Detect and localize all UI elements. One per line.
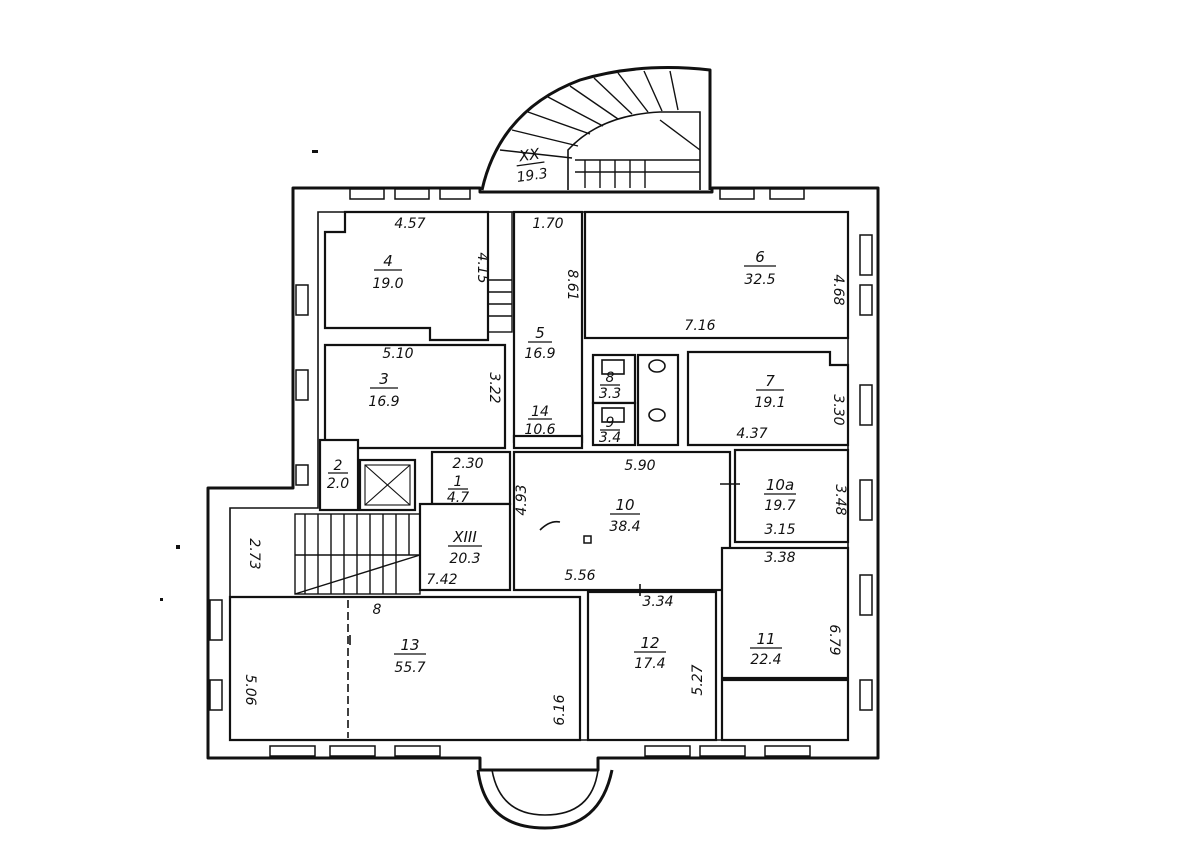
dim-2-73: 2.73 — [246, 538, 262, 569]
dim-3-38: 3.38 — [764, 550, 795, 566]
room-12-outline — [586, 590, 718, 742]
wc-fixtures — [601, 359, 666, 423]
wc-block-outline — [636, 353, 680, 447]
room-9-area: 3.4 — [599, 430, 621, 446]
room-14-number: 14 — [531, 404, 549, 420]
room-11-area: 22.4 — [750, 652, 781, 668]
dim-2-30: 2.30 — [452, 456, 483, 472]
room-13-outline — [228, 595, 582, 742]
dim-3-34: 3.34 — [642, 594, 673, 610]
windows-left — [209, 284, 309, 711]
room-XX-area: 19.3 — [516, 166, 549, 186]
room-labels: 4 19.0 6 32.5 5 16.9 3 16.9 8 3.3 9 3.4 … — [327, 145, 796, 676]
dim-8-61: 8.61 — [564, 269, 580, 300]
room-3-number: 3 — [379, 370, 389, 388]
dim-4-15: 4.15 — [474, 252, 490, 283]
windows-bottom — [269, 745, 811, 757]
room-12-number: 12 — [640, 634, 659, 652]
dim-4-37: 4.37 — [736, 426, 767, 442]
room-13-number: 13 — [400, 636, 419, 654]
room-10a-area: 19.7 — [764, 498, 795, 514]
room-2-number: 2 — [334, 458, 343, 474]
stair-tower-outer — [480, 66, 712, 191]
dim-7-16: 7.16 — [684, 318, 715, 334]
room-XIII-number: XIII — [452, 528, 477, 546]
door-marks — [349, 483, 740, 645]
room-11-number: 11 — [756, 630, 775, 648]
dimension-labels: 4.57 4.15 1.70 8.61 7.16 4.68 5.10 3.22 … — [242, 216, 848, 726]
dim-3-22: 3.22 — [486, 372, 502, 403]
room-2-area: 2.0 — [327, 476, 349, 492]
room-10a-outline — [733, 448, 850, 544]
room-6-number: 6 — [755, 248, 765, 266]
dim-3-48: 3.48 — [832, 484, 848, 515]
elevator-cross — [364, 464, 411, 506]
room-13-area: 55.7 — [394, 660, 425, 676]
room-4-number: 4 — [383, 252, 393, 270]
dim-7-42: 7.42 — [426, 572, 457, 588]
room-7-outline — [686, 350, 850, 447]
dim-6-16: 6.16 — [552, 694, 568, 725]
room-1-area: 4.7 — [447, 490, 469, 506]
stair-tower-inner — [567, 111, 701, 190]
room-11-lower-outline — [720, 678, 850, 742]
stair-tower-treads — [499, 70, 701, 188]
room-4-area: 19.0 — [372, 276, 403, 292]
dim-5-06: 5.06 — [242, 674, 258, 705]
room-10-column — [583, 535, 592, 544]
dim-5-56: 5.56 — [564, 568, 595, 584]
room-2-outline — [318, 438, 360, 512]
room-10a-number: 10a — [766, 476, 794, 494]
room-3-outline — [323, 343, 507, 450]
room-5-outline — [512, 210, 584, 444]
room-3-area: 16.9 — [368, 394, 399, 410]
room-8-number: 8 — [606, 370, 615, 386]
dim-4-93: 4.93 — [514, 484, 530, 515]
dim-3-15: 3.15 — [764, 522, 795, 538]
room-10-outline — [512, 450, 732, 592]
room-outlines — [228, 210, 850, 742]
bay-window-inner — [491, 769, 599, 816]
room-11-outline — [720, 546, 850, 680]
room-10-area: 38.4 — [609, 519, 640, 535]
room-XX-label: XX 19.3 — [516, 145, 549, 186]
service-stair — [487, 211, 513, 333]
dim-4-68: 4.68 — [830, 274, 846, 305]
room-9-outline — [591, 401, 637, 447]
room-14-outline — [512, 434, 584, 450]
windows-top — [349, 188, 805, 200]
dim-5-90: 5.90 — [624, 458, 655, 474]
room-8-outline — [591, 353, 637, 405]
dim-3-30: 3.30 — [830, 394, 846, 425]
room-1-number: 1 — [454, 474, 463, 490]
room-7-number: 7 — [765, 372, 775, 390]
dim-5-27: 5.27 — [690, 664, 706, 695]
room-6-outline — [583, 210, 850, 340]
scan-marks — [160, 150, 318, 601]
dim-6-79: 6.79 — [826, 624, 842, 655]
dim-5-10: 5.10 — [382, 346, 413, 362]
room-4-outline — [323, 210, 490, 342]
room-7-area: 19.1 — [754, 395, 785, 411]
room-8-area: 3.3 — [599, 386, 621, 402]
room-12-area: 17.4 — [634, 656, 665, 672]
room-XIII-area: 20.3 — [449, 551, 480, 567]
windows-right — [859, 234, 873, 711]
room-XX-number: XX — [517, 145, 542, 166]
room-5-number: 5 — [535, 324, 545, 342]
room-14-area: 10.6 — [524, 422, 555, 438]
dim-1-70: 1.70 — [532, 216, 563, 232]
dim-4-57: 4.57 — [394, 216, 425, 232]
room-5-area: 16.9 — [524, 346, 555, 362]
main-staircase — [294, 513, 421, 595]
room-9-number: 9 — [606, 415, 615, 431]
room-6-area: 32.5 — [744, 272, 775, 288]
dim-8: 8 — [373, 602, 382, 618]
bay-window — [476, 769, 614, 830]
room-10-number: 10 — [615, 496, 634, 514]
building-outer-wall — [206, 186, 880, 772]
